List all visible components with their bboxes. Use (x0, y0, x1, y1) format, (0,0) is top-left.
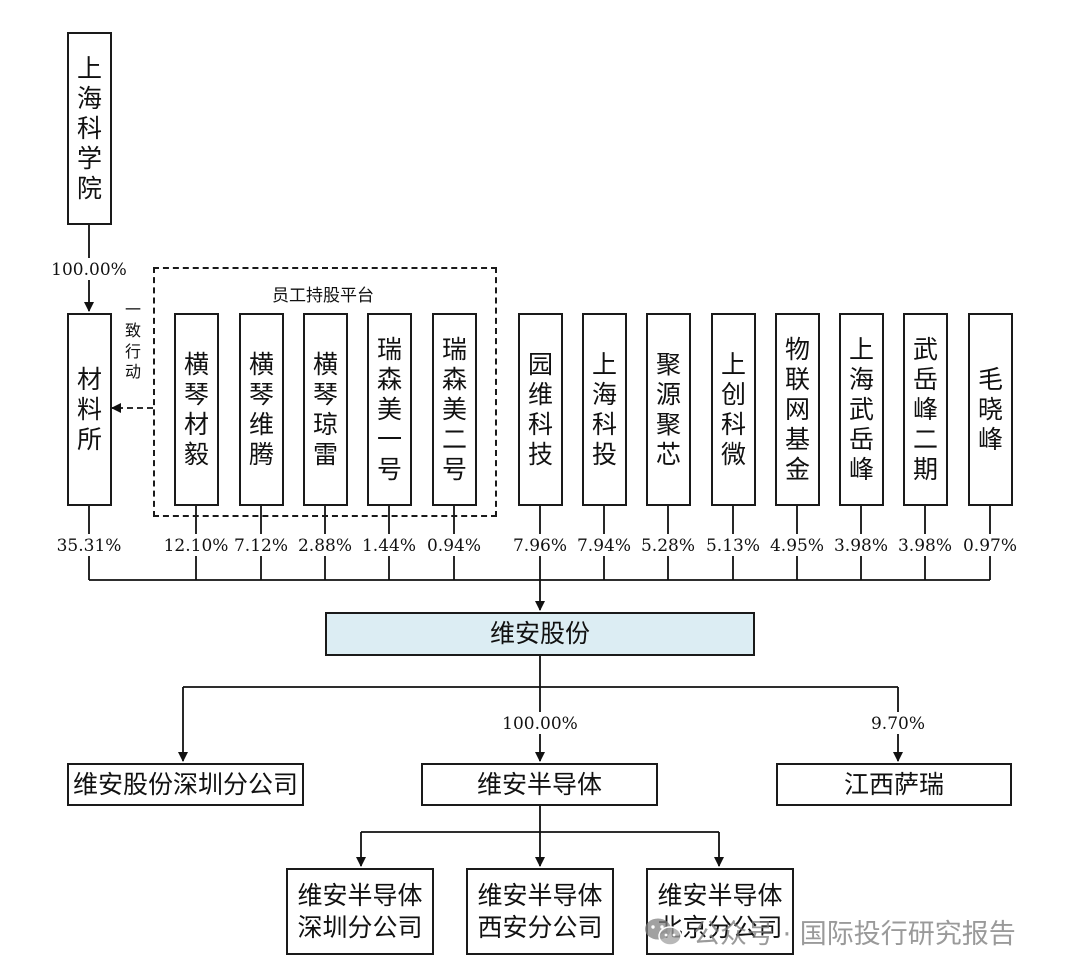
shareholder-pct: 4.95% (769, 536, 825, 556)
shareholder-name: 横琴材毅 (184, 349, 210, 469)
shareholder-name: 瑞森美二号 (442, 334, 468, 484)
shareholder-name: 上海科投 (592, 349, 618, 469)
shareholder-pct: 7.94% (576, 536, 632, 556)
watermark: 公众号 · 国际投行研究报告 (643, 912, 1016, 951)
shareholder-name: 横琴琼雷 (313, 349, 339, 469)
subsidiary-pct: 9.70% (870, 714, 926, 734)
cas-name: 材料所 (77, 364, 103, 454)
branch-name: 维安半导体 北京分公司 (657, 881, 783, 942)
branch-name: 维安半导体 深圳分公司 (297, 881, 423, 942)
subsidiary-name: 维安半导体 (476, 769, 602, 799)
shareholder-box: 物联网基金 (775, 313, 820, 506)
branch-box: 维安半导体 北京分公司 (646, 868, 794, 955)
shareholder-pct: 7.12% (233, 536, 289, 556)
subsidiary-box: 维安半导体 (421, 763, 658, 806)
root-company-box: 维安股份 (325, 612, 755, 656)
shareholder-name: 毛晓峰 (978, 364, 1004, 454)
shareholder-pct: 3.98% (833, 536, 889, 556)
shareholder-pct: 1.44% (361, 536, 417, 556)
shareholder-box: 武岳峰二期 (903, 313, 948, 506)
subsidiary-box: 维安股份深圳分公司 (67, 763, 304, 806)
shareholder-name: 瑞森美一号 (377, 334, 403, 484)
shareholder-box: 横琴维腾 (239, 313, 284, 506)
shareholder-box: 聚源聚芯 (646, 313, 691, 506)
shareholder-box: 毛晓峰 (968, 313, 1013, 506)
employee-platform-group (153, 267, 497, 517)
wechat-icon (643, 916, 683, 948)
watermark-text: 公众号 · 国际投行研究报告 (693, 919, 1016, 950)
subsidiary-pct: 100.00% (502, 714, 578, 734)
shareholder-box: 瑞森美二号 (432, 313, 477, 506)
branch-name: 维安半导体 西安分公司 (477, 881, 603, 942)
shareholder-box: 上创科微 (711, 313, 756, 506)
employee-platform-title: 员工持股平台 (272, 286, 374, 306)
shareholder-box: 瑞森美一号 (367, 313, 412, 506)
shareholder-name: 聚源聚芯 (656, 349, 682, 469)
root-company-name: 维安股份 (489, 619, 590, 649)
branch-box: 维安半导体 深圳分公司 (286, 868, 434, 955)
shareholder-pct: 5.13% (705, 536, 761, 556)
subsidiary-name: 维安股份深圳分公司 (72, 769, 298, 799)
shareholder-box: 上海武岳峰 (839, 313, 884, 506)
top-shareholder-name: 上海科学院 (77, 53, 103, 203)
shareholder-pct: 7.96% (512, 536, 568, 556)
branch-box: 维安半导体 西安分公司 (466, 868, 614, 955)
shareholder-pct: 0.94% (426, 536, 482, 556)
top-shareholder-pct: 100.00% (51, 260, 127, 280)
shareholder-pct: 3.98% (897, 536, 953, 556)
shareholder-box: 园维科技 (518, 313, 563, 506)
shareholder-name: 横琴维腾 (249, 349, 275, 469)
shareholder-pct: 5.28% (640, 536, 696, 556)
cas-pct: 35.31% (56, 536, 122, 556)
cas-box: 材料所 (67, 313, 112, 506)
shareholder-box: 上海科投 (582, 313, 627, 506)
shareholder-pct: 0.97% (962, 536, 1018, 556)
subsidiary-name: 江西萨瑞 (843, 769, 944, 799)
shareholder-box: 横琴材毅 (174, 313, 219, 506)
shareholder-pct: 12.10% (163, 536, 229, 556)
shareholder-name: 武岳峰二期 (913, 334, 939, 484)
subsidiary-box: 江西萨瑞 (776, 763, 1012, 806)
concert-label: 一致行动 (124, 300, 141, 382)
shareholder-pct: 2.88% (297, 536, 353, 556)
shareholder-name: 上海武岳峰 (849, 334, 875, 484)
shareholder-name: 园维科技 (528, 349, 554, 469)
shareholder-name: 上创科微 (721, 349, 747, 469)
top-shareholder-box: 上海科学院 (67, 32, 112, 225)
shareholder-box: 横琴琼雷 (303, 313, 348, 506)
shareholder-name: 物联网基金 (785, 334, 811, 484)
